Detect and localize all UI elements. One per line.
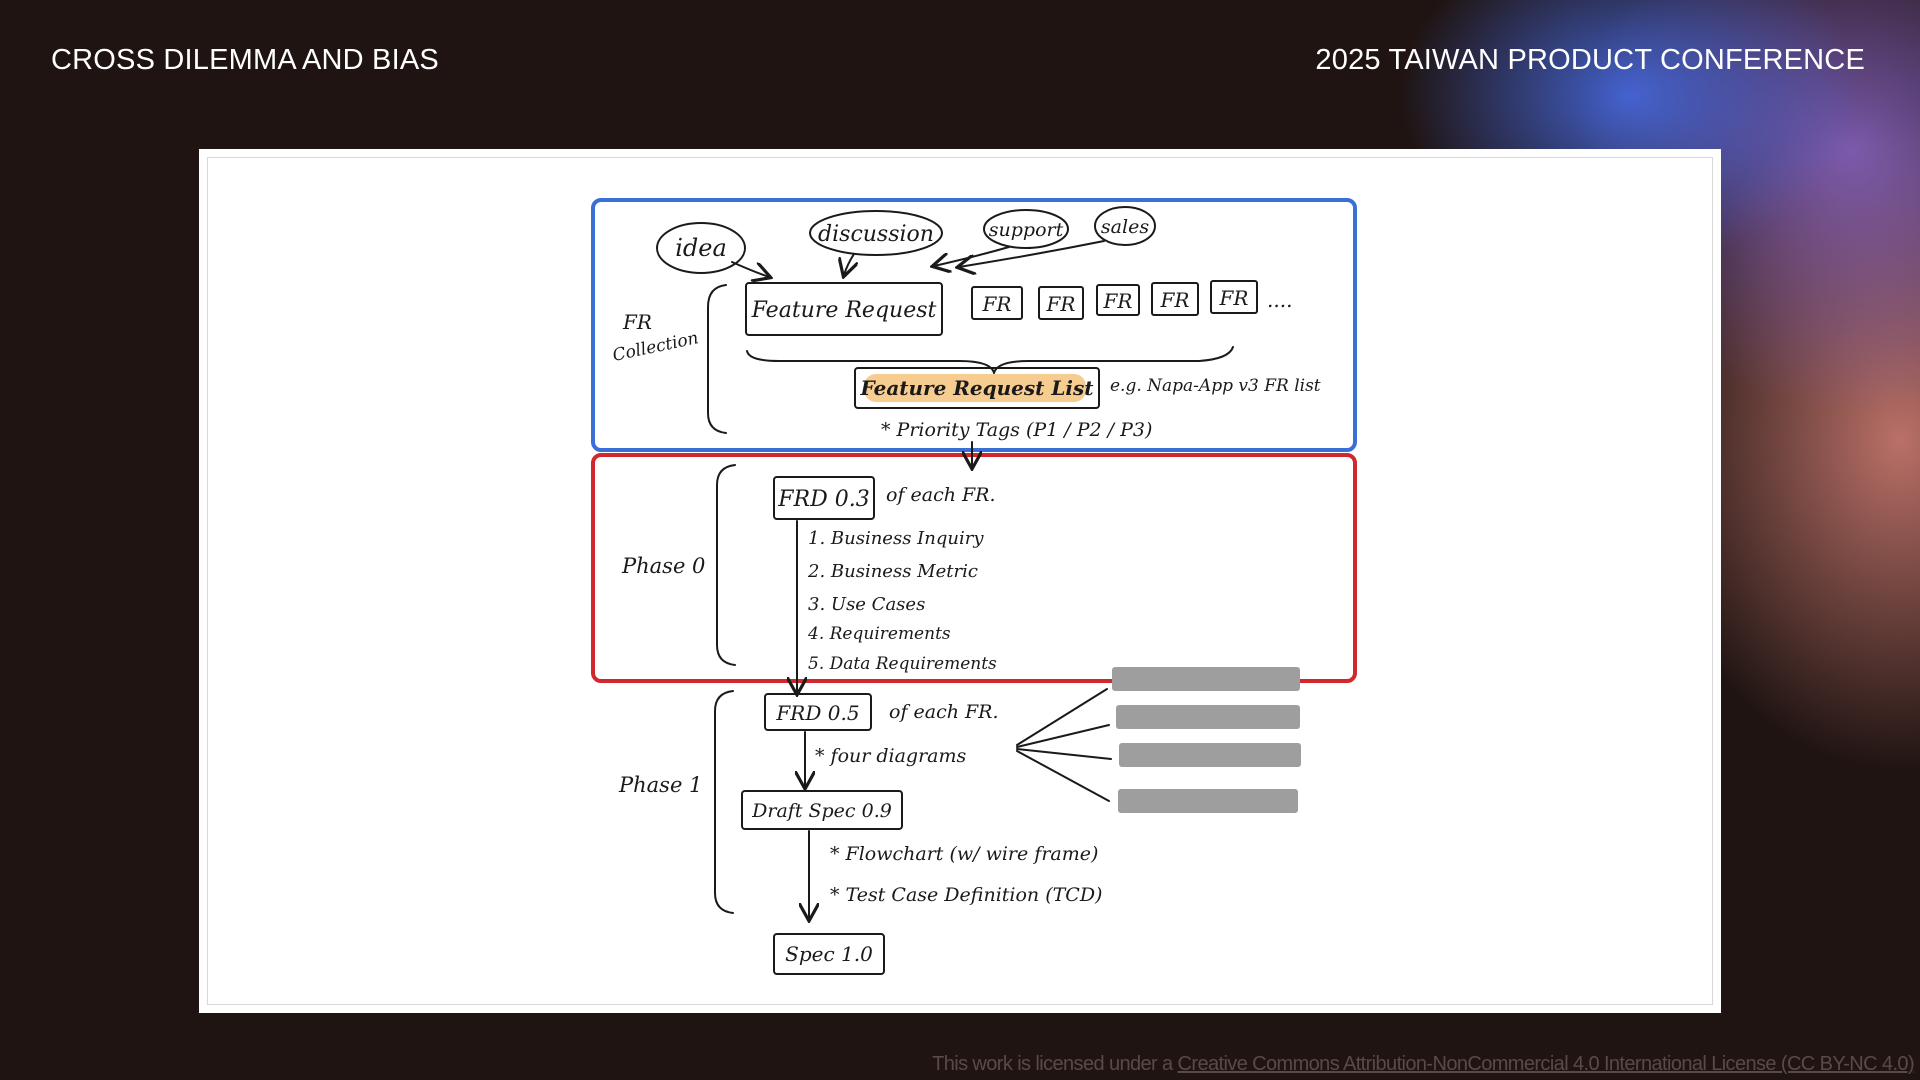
- fr-item-3: FR: [1103, 289, 1133, 313]
- phase0-brace: [716, 464, 736, 666]
- support-oval: [983, 209, 1069, 249]
- frd03-item-3: 3. Use Cases: [808, 594, 925, 615]
- license-prefix: This work is licensed under a: [932, 1053, 1178, 1075]
- feature-request-label: Feature Request: [751, 298, 937, 323]
- fr-collection-label-1: FR: [622, 310, 652, 334]
- license-footer: This work is licensed under a Creative C…: [932, 1053, 1915, 1076]
- frd03-box: [773, 476, 875, 520]
- feature-request-list-box: [854, 367, 1100, 409]
- flowchart-item: * Flowchart (w/ wire frame): [830, 843, 1098, 865]
- source-discussion: discussion: [818, 222, 934, 247]
- fr-item-2-box: [1038, 286, 1084, 320]
- fr-underbrace: [746, 346, 1234, 374]
- frd05-box: [764, 693, 872, 731]
- source-sales: sales: [1101, 216, 1149, 238]
- frd03-item-4: 4. Requirements: [807, 624, 951, 644]
- fr-item-1: FR: [982, 292, 1012, 316]
- conference-title: 2025 TAIWAN PRODUCT CONFERENCE: [1315, 44, 1865, 76]
- idea-oval: [656, 222, 746, 274]
- test-case-item: * Test Case Definition (TCD): [830, 884, 1102, 906]
- fr-collection-brace: [707, 284, 727, 434]
- source-support: support: [989, 219, 1064, 241]
- feature-request-box: [745, 282, 943, 336]
- four-diagrams: * four diagrams: [815, 745, 967, 767]
- four-diagrams-branch-1: [1016, 688, 1108, 746]
- priority-tags: * Priority Tags (P1 / P2 / P3): [881, 419, 1152, 441]
- frd03-label: FRD 0.3: [777, 487, 869, 512]
- fr-item-5: FR: [1219, 286, 1249, 310]
- frd03-item-5: 5. Data Requirements: [808, 654, 997, 674]
- support-arrow: [934, 246, 1010, 266]
- discussion-arrow: [844, 253, 854, 275]
- four-diagrams-branch-4: [1016, 750, 1110, 802]
- fr-item-1-box: [971, 286, 1023, 320]
- fr-collection-box: [591, 198, 1357, 452]
- fr-list-highlight: [864, 374, 1086, 402]
- fr-ellipsis: ....: [1267, 288, 1292, 312]
- phase0-label: Phase 0: [621, 554, 705, 578]
- frd03-suffix: of each FR.: [886, 484, 996, 506]
- sales-oval: [1094, 206, 1156, 246]
- fr-item-4: FR: [1160, 288, 1190, 312]
- frd05-label: FRD 0.5: [775, 701, 859, 725]
- idea-arrow: [731, 261, 769, 277]
- fr-item-2: FR: [1046, 292, 1076, 316]
- redacted-item-2: [1116, 705, 1300, 729]
- discussion-oval: [809, 210, 943, 256]
- four-diagrams-branch-3: [1016, 748, 1112, 760]
- frd05-suffix: of each FR.: [889, 701, 999, 723]
- four-diagrams-branch-2: [1016, 724, 1110, 748]
- feature-request-list-label: Feature Request List: [859, 376, 1094, 400]
- draft-spec-label: Draft Spec 0.9: [751, 800, 892, 822]
- source-idea: idea: [675, 234, 727, 262]
- frd03-item-1: 1. Business Inquiry: [808, 528, 984, 549]
- redacted-item-3: [1119, 743, 1301, 767]
- board-frame: [207, 157, 1713, 1005]
- section-title: CROSS DILEMMA AND BIAS: [51, 44, 439, 76]
- spec10-box: [773, 933, 885, 975]
- phase1-label: Phase 1: [618, 773, 702, 797]
- draft-spec-box: [741, 790, 903, 830]
- redacted-item-1: [1112, 667, 1300, 691]
- spec10-label: Spec 1.0: [785, 942, 873, 966]
- fr-item-3-box: [1096, 284, 1140, 316]
- fr-item-4-box: [1151, 282, 1199, 316]
- fr-item-5-box: [1210, 280, 1258, 314]
- fr-list-example: e.g. Napa-App v3 FR list: [1110, 376, 1321, 396]
- redacted-item-4: [1118, 789, 1298, 813]
- license-link[interactable]: Creative Commons Attribution-NonCommerci…: [1177, 1053, 1915, 1075]
- process-diagram: idea discussion support sales FR Collect…: [591, 198, 1357, 975]
- diagram-board: idea discussion support sales FR Collect…: [199, 149, 1721, 1013]
- phase1-brace: [714, 690, 734, 914]
- sales-arrow: [959, 240, 1105, 267]
- frd03-item-2: 2. Business Metric: [807, 561, 978, 582]
